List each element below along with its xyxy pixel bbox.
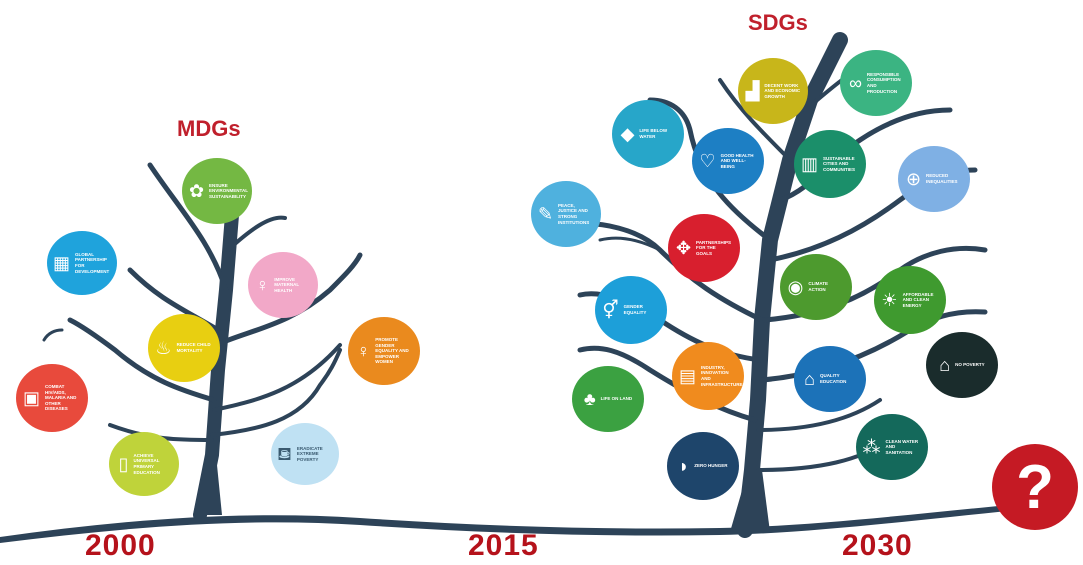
sdg-goal-8-label: Decent work and economic growth: [764, 82, 801, 99]
mdg-goal-7-label: Ensure environmental sustainability: [209, 182, 248, 199]
mother-icon: ♀: [255, 275, 270, 295]
sdg-goal-10-label: Reduced inequalities: [926, 173, 958, 184]
mdg-goal-1-label: Eradicate extreme poverty: [296, 445, 323, 462]
fish-icon: ◆: [620, 124, 635, 144]
ground-line: [0, 500, 1060, 543]
mdg-goal-2: ▯ Achieve universal primary education: [109, 432, 179, 496]
tree-icon: ♣: [583, 389, 596, 409]
globe-icon: ✿: [188, 181, 205, 201]
partnership-icon: ✥: [675, 238, 692, 258]
sdg-goal-13-label: Climate action: [808, 281, 829, 292]
family-icon: ⌂: [939, 355, 951, 375]
sdg-goal-12-label: Responsible consumption and production: [866, 71, 901, 94]
sdg-goal-12: ∞ Responsible consumption and production: [840, 50, 912, 116]
sdg-goal-4: ⌂ Quality education: [794, 346, 866, 412]
female-symbol-icon: ♀: [356, 341, 371, 361]
mdg-goal-8: ▦ Global partnership for development: [47, 231, 117, 295]
gender-icon: ⚥: [602, 300, 619, 320]
industry-icon: ▤: [678, 366, 696, 386]
sdg-goal-9-label: Industry, innovation and infrastructure: [701, 364, 743, 387]
mdg-goal-4-label: Reduce child mortality: [176, 342, 211, 353]
mdg-goal-3-label: Promote gender equality and empower wome…: [375, 336, 409, 365]
sdg-goal-2: ◗ Zero hunger: [667, 432, 739, 500]
sdg-goal-17-label: Partnerships for the goals: [696, 239, 731, 256]
sdg-goal-15: ♣ Life on land: [572, 366, 644, 432]
sdgs-heading: SDGs: [748, 10, 808, 35]
sdg-goal-8: ▟ Decent work and economic growth: [738, 58, 808, 124]
sdg-goal-10: ⊕ Reduced inequalities: [898, 146, 970, 212]
mdg-goal-7: ✿ Ensure environmental sustainability: [182, 158, 252, 224]
sdg-goal-11-label: Sustainable cities and communities: [823, 155, 855, 172]
child-icon: ♨: [155, 338, 172, 358]
infinity-icon: ∞: [849, 73, 862, 93]
sdg-tree-trunk-base: [730, 470, 770, 532]
dove-icon: ✎: [537, 204, 554, 224]
sun-icon: ☀: [881, 290, 898, 310]
sdg-goal-1: ⌂ No poverty: [926, 332, 998, 398]
sdg-goal-17: ✥ Partnerships for the goals: [668, 214, 740, 282]
sdg-goal-5: ⚥ Gender equality: [595, 276, 667, 344]
mdg-goal-8-label: Global partnership for development: [75, 251, 110, 274]
mdgs-heading: MDGs: [177, 116, 241, 141]
sdg-goal-5-label: Gender equality: [623, 304, 647, 315]
sdg-goal-14-label: Life below water: [639, 128, 668, 139]
sdg-goal-6-label: Clean water and sanitation: [885, 438, 919, 455]
mdg-tree-trunk-base: [193, 455, 222, 515]
sdg-goal-7: ☀ Affordable and clean energy: [874, 266, 946, 334]
year-2000-label: 2000: [85, 529, 156, 562]
mdg-goal-5: ♀ Improve maternal health: [248, 252, 318, 318]
sdg-goal-7-label: Affordable and clean energy: [902, 291, 934, 308]
mdg-goal-5-label: Improve maternal health: [274, 276, 300, 293]
sdg-goal-3-label: Good health and well-being: [720, 152, 754, 169]
sdg-goal-16-label: Peace, justice and strong institutions: [558, 202, 590, 225]
mdg-goal-4: ♨ Reduce child mortality: [148, 314, 220, 382]
sdg-goal-16: ✎ Peace, justice and strong institutions: [531, 181, 601, 247]
question-mark-icon: ?: [992, 444, 1078, 530]
mdg-goal-6: ▣ Combat HIV/AIDS, malaria and other dis…: [16, 364, 88, 432]
sdg-goal-6: ⁂ Clean water and sanitation: [856, 414, 928, 480]
sdg-goal-3: ♡ Good health and well-being: [692, 128, 764, 194]
year-2015-label: 2015: [468, 529, 539, 562]
education-icon: ⌂: [804, 369, 815, 389]
sdg-goal-1-label: No poverty: [955, 362, 985, 368]
bowl-icon: ⛾: [277, 444, 292, 464]
sdg-tree: [567, 32, 988, 538]
mdg-goal-2-label: Achieve universal primary education: [133, 452, 160, 475]
stethoscope-icon: ♡: [699, 151, 716, 171]
sdg-goal-2-label: Zero hunger: [694, 463, 728, 469]
medicine-icon: ▣: [22, 388, 40, 408]
eye-icon: ◉: [787, 277, 804, 297]
mdg-goal-1: ⛾ Eradicate extreme poverty: [271, 423, 339, 485]
sdg-goal-9: ▤ Industry, innovation and infrastructur…: [672, 342, 744, 410]
sdg-goal-15-label: Life on land: [600, 396, 633, 402]
handshake-icon: ▦: [53, 253, 71, 273]
water-icon: ⁂: [862, 437, 881, 457]
bread-icon: ◗: [678, 456, 690, 476]
sdg-goal-4-label: Quality education: [819, 373, 847, 384]
growth-chart-icon: ▟: [745, 81, 760, 101]
city-icon: ▥: [800, 154, 818, 174]
year-2030-label: 2030: [842, 529, 913, 562]
sdg-goal-13: ◉ Climate action: [780, 254, 852, 320]
sdg-goal-11: ▥ Sustainable cities and communities: [794, 130, 866, 198]
book-icon: ▯: [118, 454, 129, 474]
equality-icon: ⊕: [905, 169, 922, 189]
sdg-goal-14: ◆ Life below water: [612, 100, 684, 168]
mdg-goal-3: ♀ Promote gender equality and empower wo…: [348, 317, 420, 385]
mdg-goal-6-label: Combat HIV/AIDS, malaria and other disea…: [45, 383, 77, 412]
